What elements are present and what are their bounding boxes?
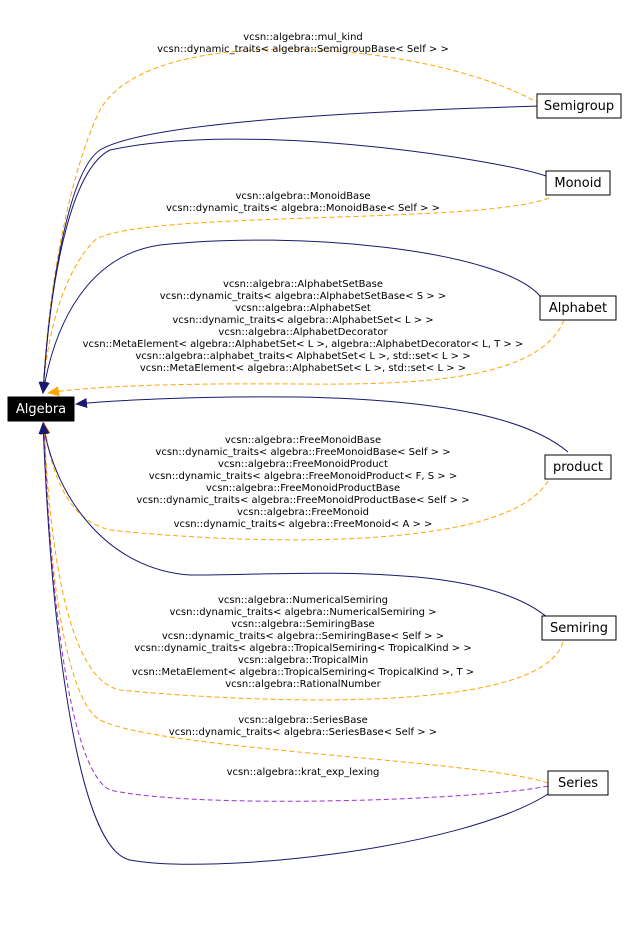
edge-monoid-inherit	[38, 138, 547, 394]
node-series-label: Series	[558, 776, 598, 791]
edge-label-product-0: vcsn::algebra::FreeMonoidBase	[225, 435, 381, 446]
label-group-semigroup: vcsn::algebra::mul_kindvcsn::dynamic_tra…	[157, 32, 449, 55]
label-group-monoid: vcsn::algebra::MonoidBasevcsn::dynamic_t…	[166, 191, 440, 214]
edge-label-series-0: vcsn::algebra::SeriesBase	[238, 715, 368, 726]
edge-label-semiring-2: vcsn::algebra::SemiringBase	[231, 619, 374, 630]
edge-label-semigroup-1: vcsn::dynamic_traits< algebra::Semigroup…	[157, 44, 449, 55]
edge-label-alphabet-7: vcsn::MetaElement< algebra::AlphabetSet<…	[140, 363, 466, 374]
edge-series-inherit	[38, 422, 549, 865]
edge-semigroup-template	[38, 48, 541, 394]
node-product-label: product	[553, 460, 603, 475]
label-group-semiring: vcsn::algebra::NumericalSemiringvcsn::dy…	[132, 595, 474, 690]
edge-product-template	[40, 422, 549, 541]
node-semigroup-label: Semigroup	[544, 99, 614, 114]
edge-label-alphabet-3: vcsn::dynamic_traits< algebra::AlphabetS…	[172, 315, 433, 326]
label-group-product: vcsn::algebra::FreeMonoidBasevcsn::dynam…	[136, 435, 469, 530]
node-series[interactable]: Series	[547, 770, 609, 796]
node-semiring[interactable]: Semiring	[541, 615, 617, 641]
edge-label-semiring-3: vcsn::dynamic_traits< algebra::SemiringB…	[162, 631, 444, 642]
edge-monoid-template	[38, 197, 550, 394]
edge-label-semiring-4: vcsn::dynamic_traits< algebra::TropicalS…	[134, 643, 471, 654]
edge-label-semigroup-0: vcsn::algebra::mul_kind	[243, 32, 363, 43]
node-alphabet-label: Alphabet	[549, 301, 607, 316]
edge-semiring-template	[39, 422, 564, 701]
node-product[interactable]: product	[544, 454, 612, 480]
node-alphabet[interactable]: Alphabet	[539, 295, 617, 321]
edge-label-product-6: vcsn::algebra::FreeMonoid	[237, 507, 369, 518]
edge-label-product-4: vcsn::algebra::FreeMonoidProductBase	[206, 483, 400, 494]
node-monoid[interactable]: Monoid	[545, 170, 611, 196]
edge-semiring-inherit	[39, 422, 549, 619]
label-group-series: vcsn::algebra::SeriesBasevcsn::dynamic_t…	[169, 715, 437, 738]
edge-label-alphabet-6: vcsn::algebra::alphabet_traits< Alphabet…	[135, 351, 470, 362]
edge-label-series-usage-0: vcsn::algebra::krat_exp_lexing	[227, 767, 380, 778]
edge-label-alphabet-1: vcsn::dynamic_traits< algebra::AlphabetS…	[160, 291, 446, 302]
node-algebra-label: Algebra	[16, 402, 66, 417]
edge-label-product-2: vcsn::algebra::FreeMonoidProduct	[218, 459, 388, 470]
edge-label-alphabet-4: vcsn::algebra::AlphabetDecorator	[218, 327, 388, 338]
edge-label-semiring-1: vcsn::dynamic_traits< algebra::Numerical…	[170, 607, 437, 618]
edge-label-alphabet-0: vcsn::algebra::AlphabetSetBase	[223, 279, 383, 290]
edge-label-semiring-0: vcsn::algebra::NumericalSemiring	[218, 595, 388, 606]
edge-label-monoid-0: vcsn::algebra::MonoidBase	[235, 191, 370, 202]
label-group-alphabet: vcsn::algebra::AlphabetSetBasevcsn::dyna…	[83, 279, 524, 374]
node-semiring-label: Semiring	[550, 621, 608, 636]
edge-label-semiring-7: vcsn::algebra::RationalNumber	[225, 679, 381, 690]
edge-label-product-5: vcsn::dynamic_traits< algebra::FreeMonoi…	[136, 495, 469, 506]
edge-label-product-3: vcsn::dynamic_traits< algebra::FreeMonoi…	[149, 471, 457, 482]
edge-label-alphabet-5: vcsn::MetaElement< algebra::AlphabetSet<…	[83, 339, 524, 350]
edge-product-inherit	[75, 396, 569, 453]
edge-label-monoid-1: vcsn::dynamic_traits< algebra::MonoidBas…	[166, 203, 440, 214]
edge-label-semiring-5: vcsn::algebra::TropicalMin	[238, 655, 368, 666]
label-group-series-usage: vcsn::algebra::krat_exp_lexing	[227, 767, 380, 778]
node-algebra[interactable]: Algebra	[7, 396, 75, 422]
edge-label-semiring-6: vcsn::MetaElement< algebra::TropicalSemi…	[132, 667, 474, 678]
edge-label-product-1: vcsn::dynamic_traits< algebra::FreeMonoi…	[155, 447, 450, 458]
node-monoid-label: Monoid	[554, 176, 601, 191]
edge-series-template	[39, 422, 549, 784]
edge-label-alphabet-2: vcsn::algebra::AlphabetSet	[235, 303, 371, 314]
edge-series-usage	[43, 422, 549, 802]
edge-alphabet-template	[47, 319, 565, 397]
edge-label-product-7: vcsn::dynamic_traits< algebra::FreeMonoi…	[174, 519, 433, 530]
edge-label-series-1: vcsn::dynamic_traits< algebra::SeriesBas…	[169, 727, 437, 738]
edge-alphabet-inherit	[39, 239, 541, 394]
node-semigroup[interactable]: Semigroup	[536, 93, 622, 119]
